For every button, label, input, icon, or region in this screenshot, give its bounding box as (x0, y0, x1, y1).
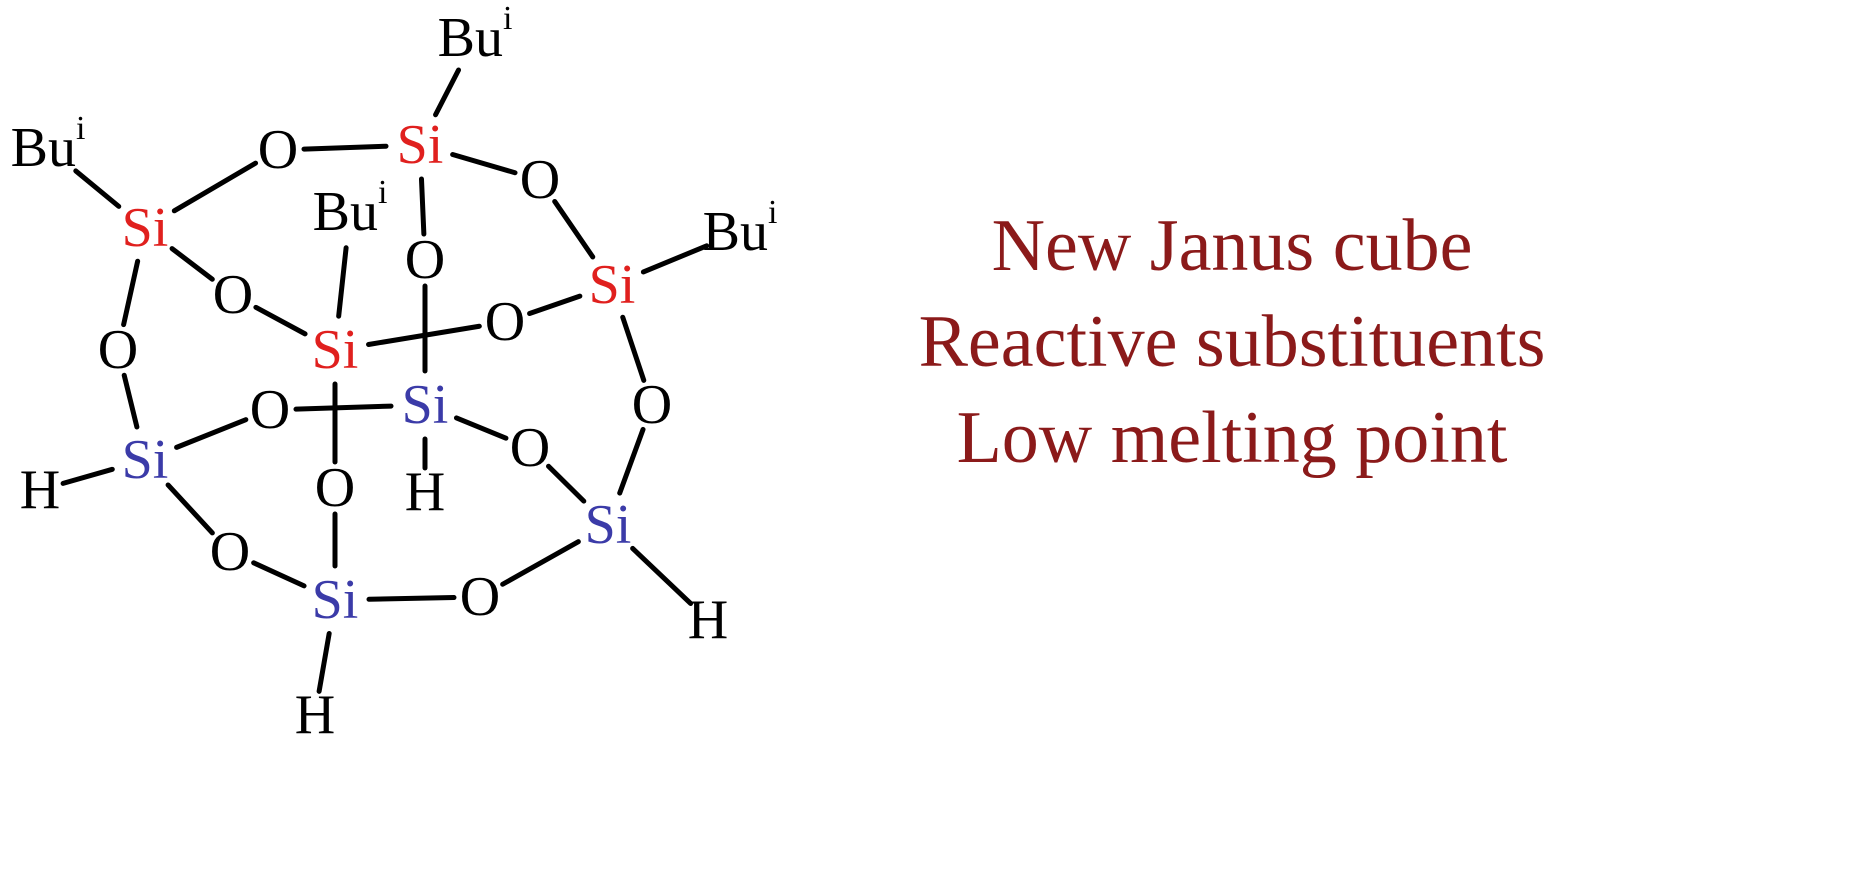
bond-Si1-Ob (450, 152, 518, 176)
caption: New Janus cube Reactive substituents Low… (919, 205, 1546, 479)
caption-line-1: New Janus cube (992, 205, 1473, 287)
bond-Ob-Si3 (552, 198, 596, 260)
bond-Oj-Si7 (546, 463, 587, 504)
bond-Si6-Ok (165, 482, 215, 536)
atom-oxygen: O (315, 457, 355, 519)
isobutyl-group: Bui (11, 110, 86, 180)
atom-hydrogen: H (688, 589, 728, 651)
bond-Si5-Oj (453, 415, 509, 441)
atom-si-blue: Si (122, 429, 169, 491)
atom-oxygen: O (520, 149, 560, 211)
atom-oxygen: O (485, 291, 525, 353)
bond-Si2-Od (169, 246, 215, 282)
atom-si-red: Si (589, 254, 636, 316)
bond-Ol-Si7 (500, 539, 581, 587)
bond-Si1-Bu1 (433, 67, 462, 118)
bond-Si4-Bu3 (336, 245, 349, 319)
bond-Si6-H1 (60, 466, 115, 486)
atom-oxygen: O (213, 264, 253, 326)
bond-Si8-Ol (366, 595, 457, 602)
atom-si-red: Si (397, 114, 444, 176)
atom-oxygen: O (405, 229, 445, 291)
bond-Si2-Bu2 (73, 168, 122, 209)
bond-Oe-Si3 (527, 293, 583, 317)
caption-line-2: Reactive substituents (919, 301, 1546, 383)
atom-oxygen: O (460, 566, 500, 628)
bond-Si1-Oa (301, 143, 389, 152)
isobutyl-group: Bui (313, 174, 388, 244)
atom-si-blue: Si (585, 494, 632, 556)
bond-Si1-Oc (418, 176, 427, 237)
atom-si-red: Si (312, 319, 359, 381)
bond-Si3-Og (620, 314, 647, 383)
atom-si-blue: Si (312, 569, 359, 631)
bond-Oh-Si5 (293, 403, 394, 412)
atom-oxygen: O (210, 521, 250, 583)
bond-Si7-H3 (630, 545, 694, 606)
bond-Si4-Oe (366, 323, 482, 347)
bonds (60, 67, 710, 694)
atom-hydrogen: H (405, 461, 445, 523)
bond-Si6-Oh (174, 417, 249, 450)
atom-hydrogen: H (20, 459, 60, 521)
bond-Si3-Bu4 (640, 243, 710, 275)
isobutyl-group: Bui (703, 194, 778, 264)
bond-Od-Si4 (253, 304, 308, 337)
bond-Si8-H4 (316, 630, 332, 694)
atom-oxygen: O (98, 319, 138, 381)
bond-Ok-Si8 (251, 560, 307, 589)
atom-si-blue: Si (402, 374, 449, 436)
bond-Og-Si7 (617, 426, 646, 496)
atom-oxygen: O (632, 374, 672, 436)
atom-oxygen: O (250, 379, 290, 441)
caption-line-3: Low melting point (957, 397, 1508, 479)
atom-hydrogen: H (295, 684, 335, 746)
atom-si-red: Si (122, 197, 169, 259)
bond-Oa-Si2 (171, 160, 259, 214)
atom-oxygen: O (510, 417, 550, 479)
bond-Of-Si6 (121, 372, 140, 430)
atom-oxygen: O (258, 119, 298, 181)
isobutyl-group: Bui (438, 0, 513, 69)
bond-Si2-Of (121, 258, 141, 328)
